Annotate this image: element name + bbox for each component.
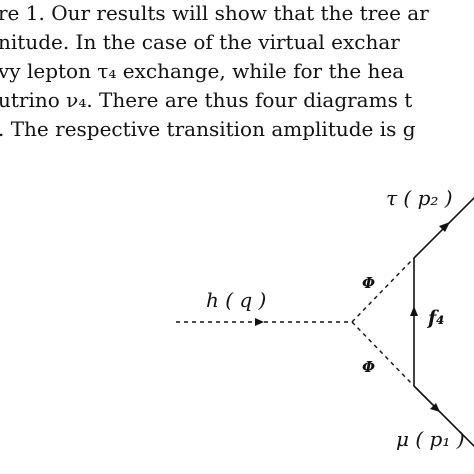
phi-lower-label: Φ <box>362 358 375 376</box>
phi-lower-line <box>351 321 415 387</box>
text-line-4: utrino ν₄. There are thus four diagrams … <box>0 88 413 112</box>
text-line-2: nitude. In the case of the virtual excha… <box>0 30 400 54</box>
phi-upper-label: Φ <box>362 274 375 292</box>
text-line-1: re 1. Our results will show that the tre… <box>0 1 429 25</box>
phi-upper-line <box>351 257 415 323</box>
mu-line <box>413 385 474 448</box>
higgs-label: h ( q ) <box>206 288 266 312</box>
text-line-5: . The respective transition amplitude is… <box>0 117 416 141</box>
mu-label: μ ( p₁ ) <box>396 427 465 451</box>
text-line-3: vy lepton τ₄ exchange, while for the hea <box>0 59 405 83</box>
tau-label: τ ( p₂ ) <box>386 186 453 210</box>
fermion-label: f₄ <box>426 307 445 329</box>
fermion-arrow <box>410 306 418 316</box>
higgs-arrow <box>255 318 264 326</box>
mu-arrow <box>430 403 440 412</box>
tau-arrow <box>439 222 450 232</box>
